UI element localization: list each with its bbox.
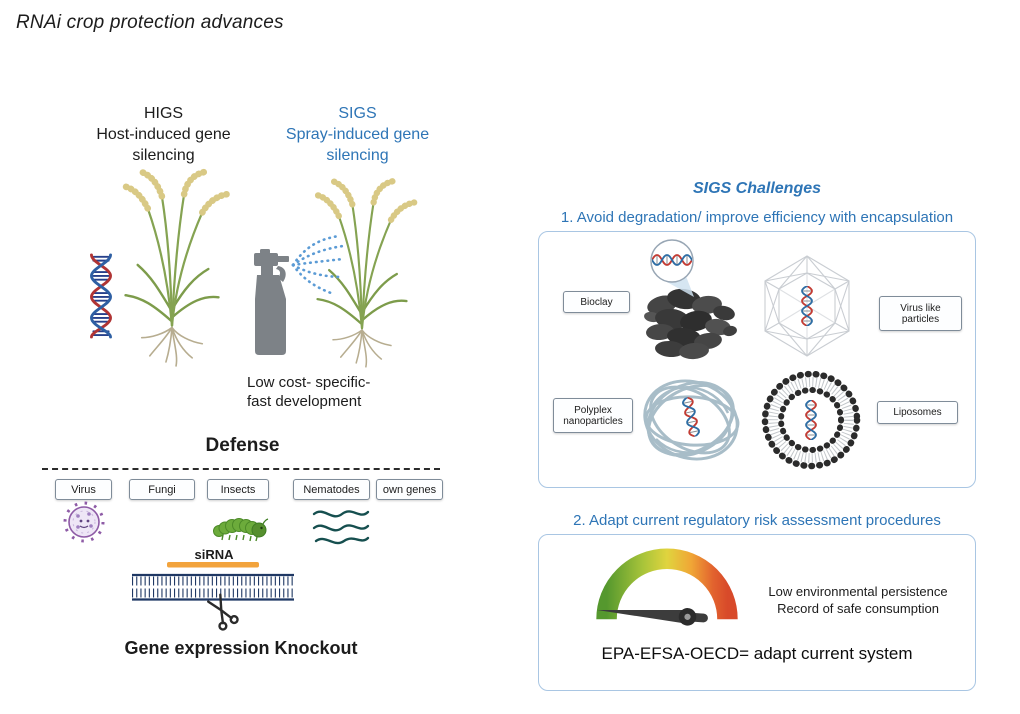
higs-abbr: HIGS — [143, 105, 184, 122]
defense-heading: Defense — [205, 435, 280, 456]
regulatory-notes: Low environmental persistence Record of … — [744, 583, 972, 617]
virus-like-particles-tag: Virus like particles — [879, 296, 962, 331]
sirna-duplex-icon — [132, 562, 294, 601]
target-tag-insects: Insects — [207, 479, 269, 500]
liposome-icon — [761, 370, 861, 470]
knockout-heading: Gene expression Knockout — [124, 638, 358, 658]
higs-heading: HIGS Host-induced gene silencing — [66, 103, 261, 166]
nematodes-icon — [312, 510, 370, 545]
virus-like-particle-icon — [764, 255, 850, 357]
scissors-icon — [207, 593, 239, 631]
sigs-benefit-line2: fast development — [247, 393, 362, 410]
regulatory-note-line2: Record of safe consumption — [777, 601, 939, 616]
regulatory-conclusion: EPA-EFSA-OECD= adapt current system — [601, 644, 913, 663]
target-tag-nematodes: Nematodes — [293, 479, 370, 500]
gauge-needle — [597, 608, 708, 626]
target-tag-fungi: Fungi — [129, 479, 195, 500]
wheat-plant-icon — [110, 168, 234, 370]
sigs-challenges-heading: SIGS Challenges — [692, 180, 822, 197]
higs-line1: Host-induced gene — [96, 126, 231, 143]
sigs-benefit-line1: Low cost- specific- — [247, 374, 371, 391]
dna-helix-icon — [90, 253, 112, 339]
challenge1-text: 1. Avoid degradation/ improve efficiency… — [560, 209, 954, 226]
challenge2-text: 2. Adapt current regulatory risk assessm… — [573, 512, 941, 529]
figure-title: RNAi crop protection advances — [16, 12, 284, 33]
liposomes-tag: Liposomes — [877, 401, 958, 424]
target-tag-own-genes: own genes — [376, 479, 443, 500]
higs-line2: silencing — [132, 147, 195, 164]
bioclay-tag: Bioclay — [563, 291, 630, 313]
polyplex-nanoparticles-tag: Polyplex nanoparticles — [553, 398, 633, 433]
sigs-benefit-text: Low cost- specific- fast development — [247, 373, 432, 411]
sigs-heading: SIGS Spray-induced gene silencing — [260, 103, 455, 166]
encapsulation-panel — [538, 231, 976, 488]
spray-bottle-icon — [254, 249, 289, 355]
sigs-abbr: SIGS — [338, 105, 377, 122]
bioclay-particles-icon — [644, 239, 737, 360]
sigs-line1: Spray-induced gene — [285, 126, 430, 143]
risk-gauge-icon — [596, 548, 738, 626]
spray-mist-icon — [291, 234, 345, 295]
regulatory-note-line1: Low environmental persistence — [768, 584, 948, 599]
sirna-label: siRNA — [194, 547, 234, 562]
target-tag-virus: Virus — [55, 479, 112, 500]
defense-divider — [42, 468, 440, 470]
polyplex-tangle-icon — [643, 379, 740, 461]
virus-icon — [63, 501, 105, 543]
sigs-line2: silencing — [326, 147, 389, 164]
magnifier-circle-icon — [650, 239, 694, 283]
caterpillar-icon — [213, 518, 269, 542]
sirna-sense-strand — [167, 562, 259, 568]
